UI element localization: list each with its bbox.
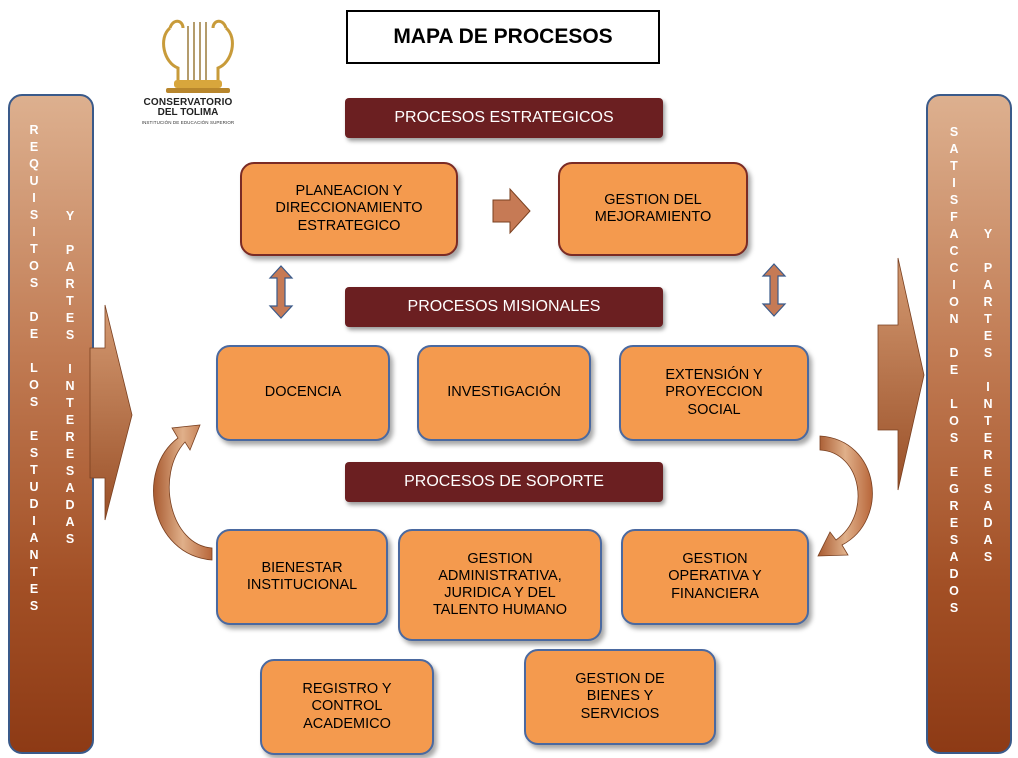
strategic-right-arrow — [492, 187, 531, 235]
logo-name-line1: CONSERVATORIO — [143, 97, 233, 108]
right-double-arrow — [761, 263, 787, 317]
left-panel-text-stakeholders: Y P A R T E S I N T E R E S A D A S — [65, 209, 75, 546]
logo-name-line2: DEL TOLIMA — [157, 107, 219, 118]
left-curved-arrow — [153, 424, 213, 561]
process-planeacion[interactable]: PLANEACION Y DIRECCIONAMIENTO ESTRATEGIC… — [240, 162, 458, 256]
right-panel-text-stakeholders: Y P A R T E S I N T E R E S A D A S — [983, 227, 993, 564]
right-output-panel: S A T I S F A C C I O N D E L O S E G R … — [926, 94, 1012, 754]
output-arrow — [877, 257, 925, 491]
conservatorio-logo — [162, 19, 234, 93]
process-docencia[interactable]: DOCENCIA — [216, 345, 390, 441]
process-investigacion[interactable]: INVESTIGACIÓN — [417, 345, 591, 441]
right-curved-arrow — [817, 435, 873, 557]
process-registro-control[interactable]: REGISTRO Y CONTROL ACADEMICO — [260, 659, 434, 755]
left-panel-text-students: R E Q U I S I T O S D E L O S E S T U D … — [29, 123, 39, 613]
process-extension[interactable]: EXTENSIÓN Y PROYECCION SOCIAL — [619, 345, 809, 441]
section-header-missional: PROCESOS MISIONALES — [345, 287, 663, 327]
process-gestion-bienes[interactable]: GESTION DE BIENES Y SERVICIOS — [524, 649, 716, 745]
section-header-strategic: PROCESOS ESTRATEGICOS — [345, 98, 663, 138]
process-gestion-mejoramiento[interactable]: GESTION DEL MEJORAMIENTO — [558, 162, 748, 256]
process-gestion-administrativa[interactable]: GESTION ADMINISTRATIVA, JURIDICA Y DEL T… — [398, 529, 602, 641]
process-gestion-operativa[interactable]: GESTION OPERATIVA Y FINANCIERA — [621, 529, 809, 625]
left-double-arrow — [268, 265, 294, 319]
logo-subtitle: INSTITUCIÓN DE EDUCACIÓN SUPERIOR — [141, 120, 235, 125]
section-header-support: PROCESOS DE SOPORTE — [345, 462, 663, 502]
process-bienestar[interactable]: BIENESTAR INSTITUCIONAL — [216, 529, 388, 625]
right-panel-text-graduates: S A T I S F A C C I O N D E L O S E G R … — [949, 125, 959, 615]
input-arrow — [89, 304, 133, 521]
page-title: MAPA DE PROCESOS — [346, 10, 660, 64]
